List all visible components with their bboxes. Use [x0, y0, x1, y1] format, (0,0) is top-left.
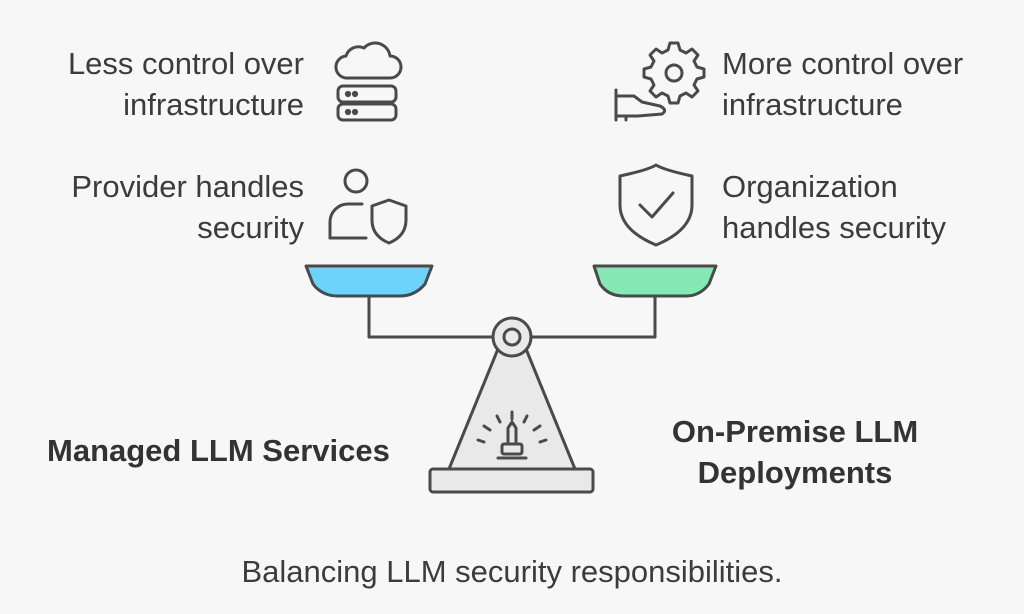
left-control-line-1: Less control over — [67, 46, 304, 81]
gauge-icon — [476, 410, 548, 460]
right-control-text: More control over infrastructure — [722, 43, 963, 125]
shield-check-icon — [618, 163, 694, 247]
right-title-line-1: On-Premise LLM — [671, 414, 919, 449]
left-security-line-2: security — [197, 210, 304, 245]
right-control-line-2: infrastructure — [722, 87, 903, 122]
server-icon — [336, 84, 398, 122]
scale-beam — [367, 296, 657, 339]
left-control-text: Less control over infrastructure — [68, 43, 304, 125]
left-pan — [304, 264, 434, 298]
right-security-text: Organization handles security — [722, 166, 946, 248]
right-title: On-Premise LLM Deployments — [660, 411, 930, 493]
gear-icon — [642, 41, 706, 105]
user-shield-icon — [328, 168, 408, 245]
right-security-line-2: handles security — [722, 210, 947, 245]
right-control-line-1: More control over — [722, 46, 964, 81]
right-security-line-1: Organization — [722, 169, 898, 204]
right-pan — [592, 264, 718, 298]
hand-icon — [614, 88, 667, 122]
cloud-icon — [334, 41, 403, 80]
scale-foot — [428, 467, 595, 494]
left-security-line-1: Provider handles — [71, 169, 304, 204]
left-security-text: Provider handles security — [71, 166, 304, 248]
left-control-line-2: infrastructure — [123, 87, 304, 122]
right-title-line-2: Deployments — [697, 455, 893, 490]
diagram-caption: Balancing LLM security responsibilities. — [241, 554, 783, 589]
left-title: Managed LLM Services — [47, 433, 390, 468]
